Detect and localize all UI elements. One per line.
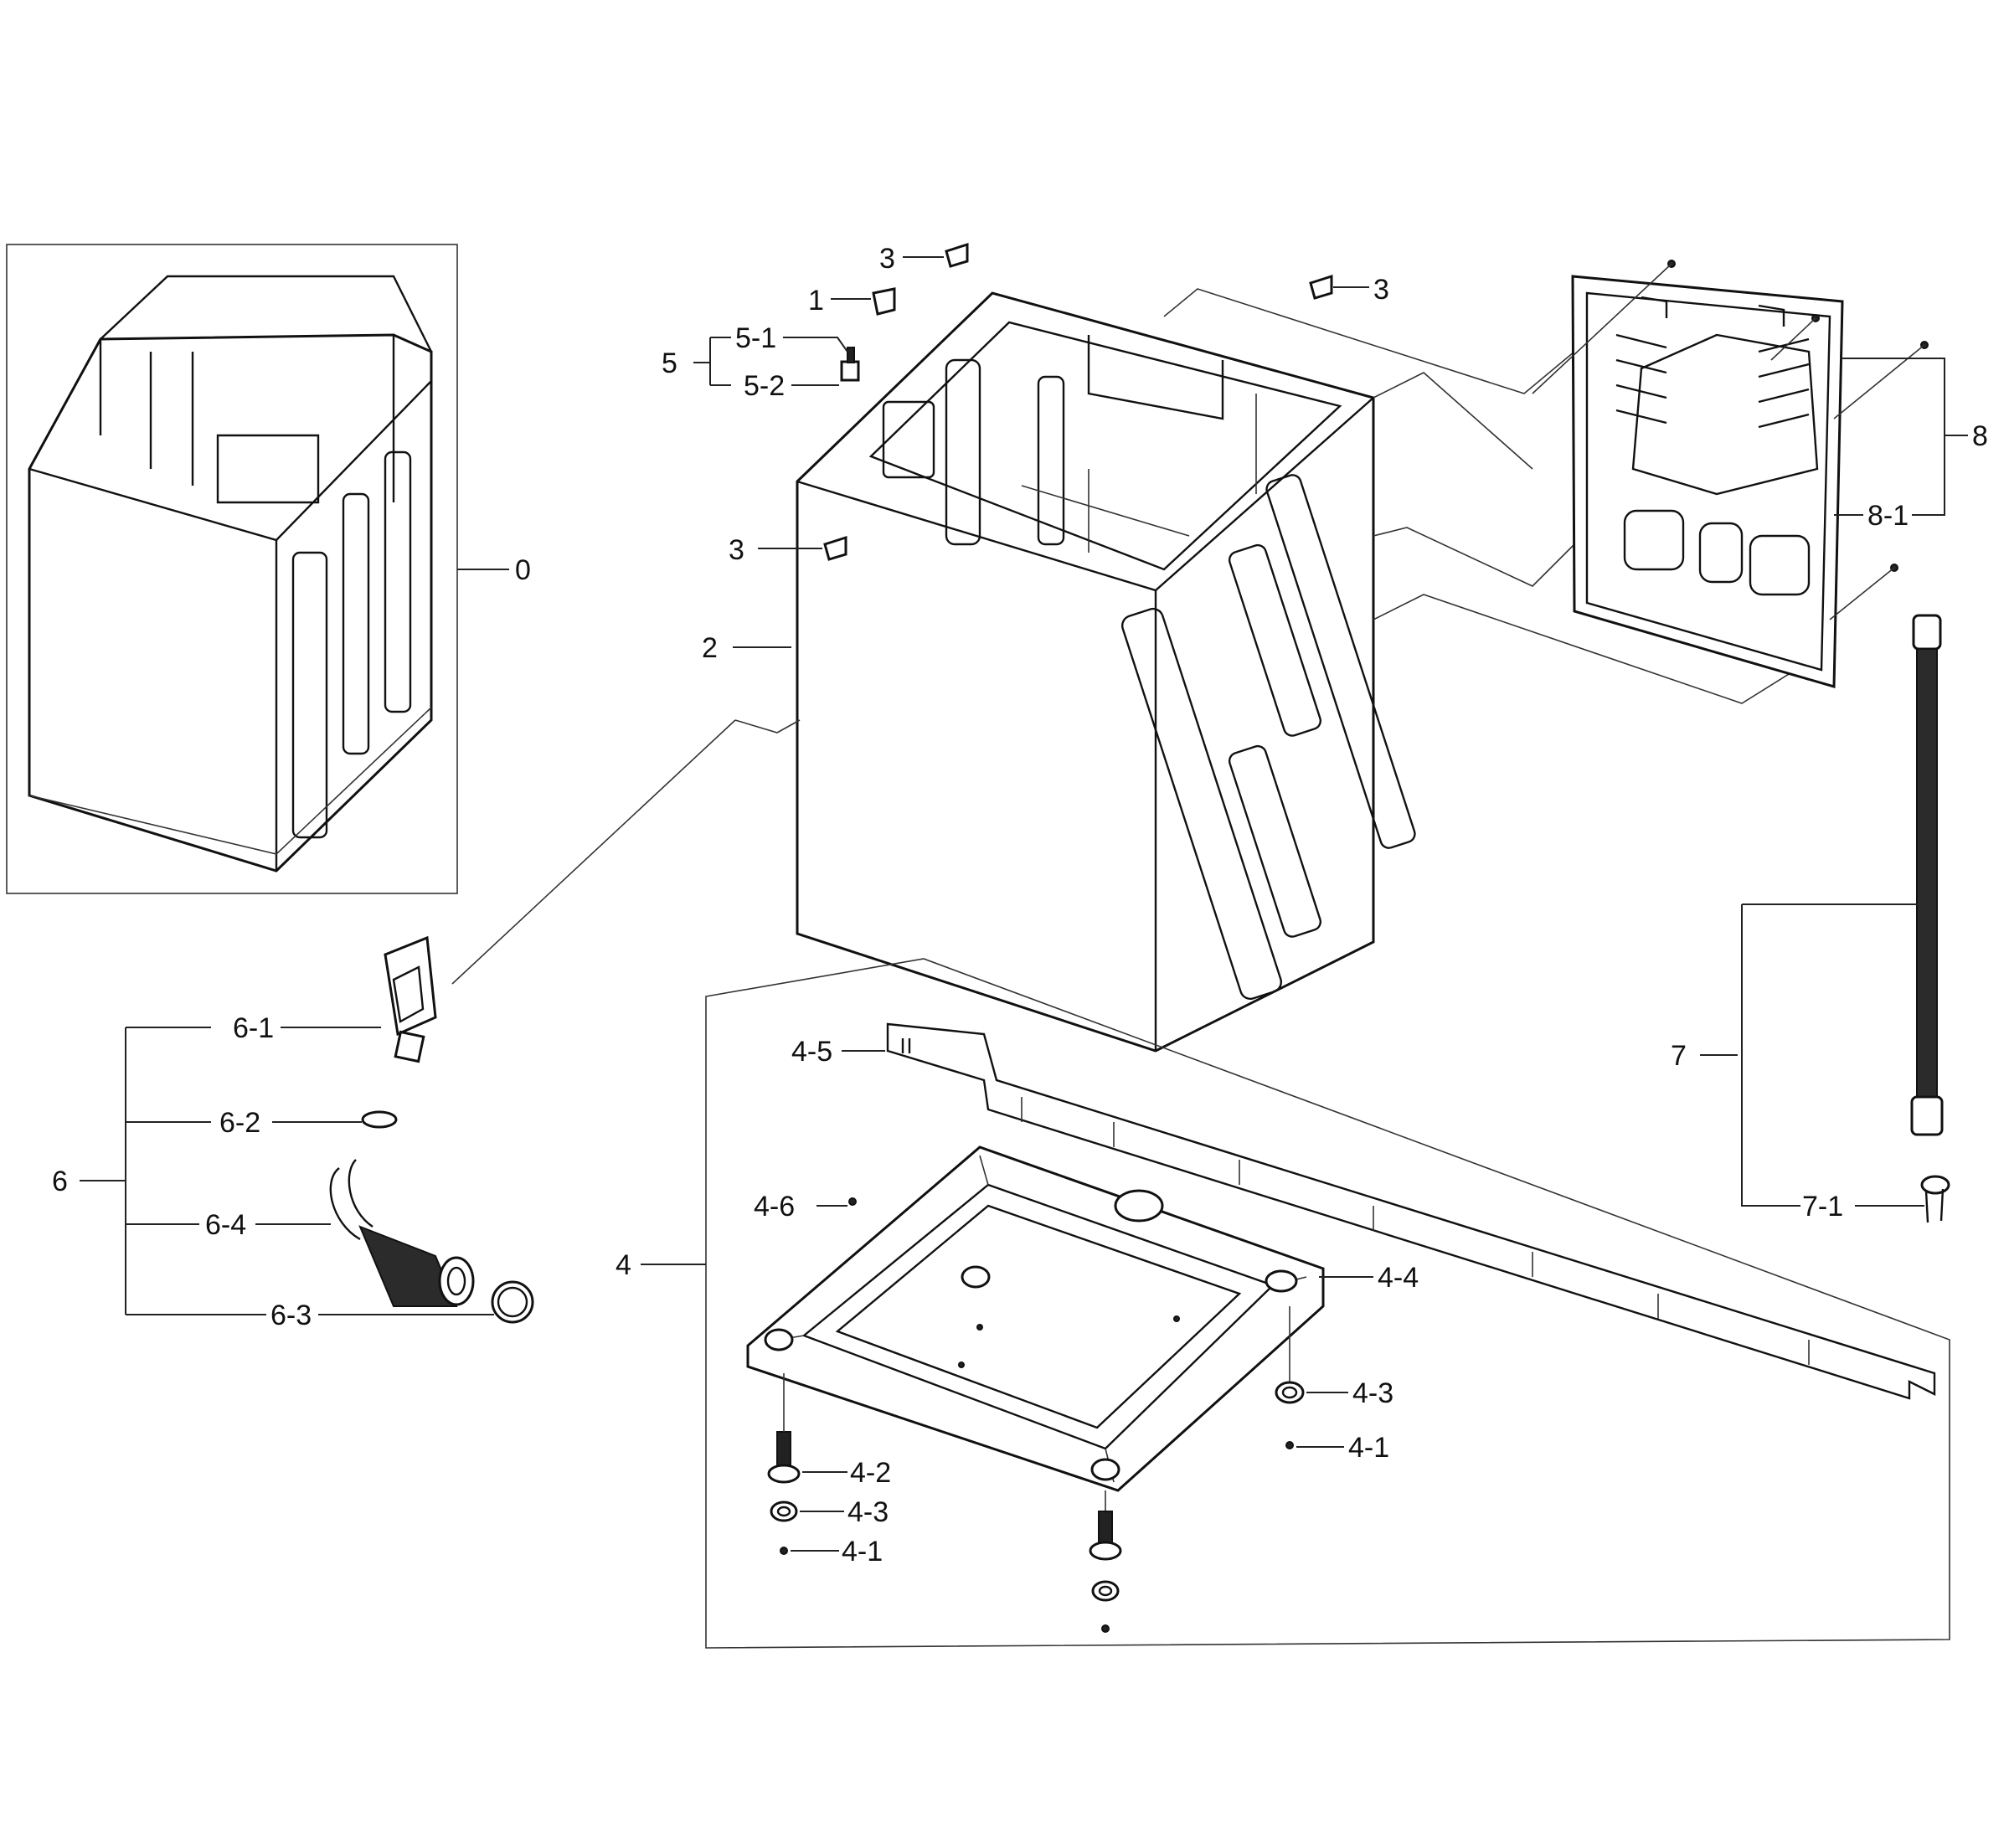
callout-6-1: 6-1 <box>233 1012 274 1044</box>
callout-4-4: 4-4 <box>1378 1262 1419 1294</box>
callout-0: 0 <box>515 554 531 586</box>
leader-5-1 <box>783 337 848 353</box>
callout-4-5: 4-5 <box>791 1036 832 1068</box>
part-3-clip-top <box>945 242 969 268</box>
callout-4-3-left: 4-3 <box>847 1496 889 1528</box>
part-base-frame <box>746 1145 1325 1492</box>
base-assembly-frame <box>705 958 1950 1649</box>
callout-3-right: 3 <box>1373 274 1389 306</box>
part-4-3-foot-left <box>770 1501 798 1522</box>
callout-4-6: 4-6 <box>754 1191 795 1223</box>
callout-6: 6 <box>52 1166 68 1197</box>
leader-6-bracket <box>80 1027 266 1315</box>
back-panel <box>1571 275 1844 688</box>
part-3-clip-left <box>823 535 847 561</box>
callout-5-1: 5-1 <box>735 322 776 354</box>
callout-6-2: 6-2 <box>219 1107 260 1139</box>
part-4-1-screw-right <box>1285 1441 1294 1449</box>
callout-5: 5 <box>662 347 677 379</box>
part-front-leveling-leg <box>1089 1490 1122 1633</box>
callout-4: 4 <box>616 1249 631 1281</box>
part-6-4-bellows-hose <box>329 1159 475 1307</box>
callout-3-top: 3 <box>879 243 895 275</box>
callout-7: 7 <box>1671 1040 1687 1072</box>
part-4-3-foot-right <box>1275 1381 1305 1404</box>
part-4-2-leveling-leg-left <box>767 1431 801 1484</box>
assembled-cabinet-illustration <box>28 275 433 873</box>
part-6-1-outlet <box>384 935 437 1063</box>
leader-7 <box>1700 903 1918 1207</box>
leader-8-bracket <box>1841 358 1968 516</box>
callout-4-1-right: 4-1 <box>1348 1432 1389 1464</box>
assembly-lines-back-panel <box>1163 288 1810 704</box>
callout-8-1: 8-1 <box>1867 500 1909 532</box>
part-4-5-rail <box>886 1022 1936 1400</box>
callout-7-1: 7-1 <box>1802 1191 1843 1223</box>
part-1-bracket <box>872 287 896 316</box>
part-4-6-screw <box>848 1197 857 1206</box>
part-4-1-screw-left <box>780 1547 788 1555</box>
leader-5-bracket <box>693 337 731 386</box>
callout-3-left: 3 <box>729 534 744 566</box>
part-6-2-ring <box>361 1110 398 1129</box>
drain-hose <box>1910 614 1944 1136</box>
callout-6-3: 6-3 <box>270 1300 312 1331</box>
callout-4-1-left: 4-1 <box>842 1536 883 1567</box>
callout-4-3-right: 4-3 <box>1352 1377 1393 1409</box>
callout-5-2: 5-2 <box>744 370 785 402</box>
callout-6-4: 6-4 <box>205 1209 246 1241</box>
part-6-3-clamp <box>491 1280 534 1324</box>
assembly-line-6 <box>451 719 801 985</box>
callout-8: 8 <box>1972 420 1988 452</box>
part-5-screw <box>840 347 860 382</box>
back-panel-screws <box>1532 260 1929 620</box>
callout-2: 2 <box>702 632 718 664</box>
hose-clamp-7-1 <box>1920 1175 1950 1223</box>
part-3-clip-right <box>1309 274 1333 300</box>
part-inner-foot <box>958 1265 1180 1368</box>
callout-4-2: 4-2 <box>850 1457 891 1489</box>
cabinet-body <box>796 291 1416 1053</box>
callout-1: 1 <box>808 285 824 317</box>
